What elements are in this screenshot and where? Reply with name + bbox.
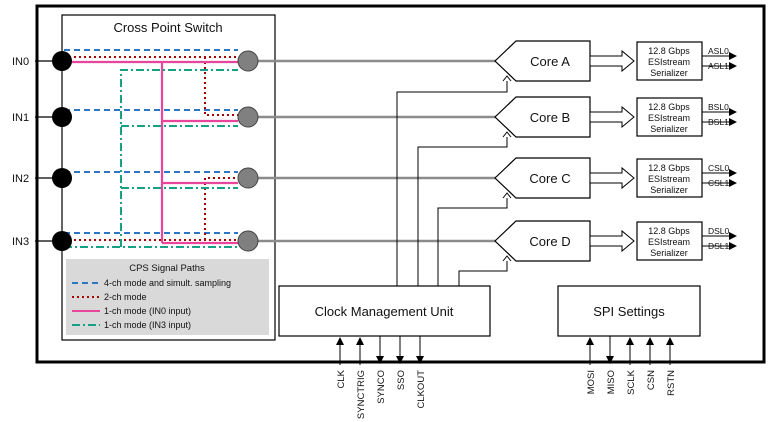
path-1ch-in0-branch	[160, 62, 238, 245]
cps-inputs: IN0 IN1 IN2 IN3	[12, 51, 72, 251]
clock-management-unit	[278, 285, 491, 337]
core-b-label: Core B	[530, 110, 570, 125]
serializer-c-line1: 12.8 Gbps	[648, 163, 690, 173]
legend-title: CPS Signal Paths	[129, 263, 205, 274]
serializer-c	[636, 158, 703, 198]
output-label-csl0: CSL0	[708, 163, 730, 173]
output-label-csl1: CSL1	[708, 178, 730, 188]
serializer-b-line3: Serializer	[650, 124, 688, 134]
cross-point-switch-title: Cross Point Switch	[113, 20, 222, 35]
input-port-in0	[52, 51, 72, 71]
core-a: Core A 12.8 Gbps ESIstream Serializer AS…	[494, 40, 737, 82]
legend: CPS Signal Paths 4-ch mode and simult. s…	[66, 259, 269, 335]
output-label-asl0: ASL0	[708, 46, 729, 56]
pin-label-mosi: MOSI	[586, 370, 597, 394]
serializer-d	[636, 221, 703, 261]
serializer-b-line1: 12.8 Gbps	[648, 102, 690, 112]
input-port-in3	[52, 231, 72, 251]
input-in3: IN3	[12, 231, 72, 251]
pin-label-csn: CSN	[646, 370, 657, 390]
input-label-in2: IN2	[12, 173, 29, 185]
output-port-b	[237, 106, 259, 128]
serializer-d-line3: Serializer	[650, 248, 688, 258]
core-b: Core B 12.8 Gbps ESIstream Serializer BS…	[494, 96, 737, 138]
core-d-label: Core D	[529, 234, 570, 249]
serializer-c-line3: Serializer	[650, 185, 688, 195]
pin-label-clk: CLK	[336, 369, 347, 388]
output-label-bsl1: BSL1	[708, 117, 729, 127]
serializer-a-line1: 12.8 Gbps	[648, 46, 690, 56]
core-a-label: Core A	[530, 54, 570, 69]
clock-line-core-a	[396, 81, 508, 286]
core-c-arrow	[589, 166, 635, 190]
serializer-b	[636, 97, 703, 137]
input-port-in2	[52, 168, 72, 188]
spi-settings	[557, 285, 701, 337]
cps-outputs	[237, 50, 516, 252]
output-port-c	[237, 167, 259, 189]
core-c-label: Core C	[529, 171, 570, 186]
input-in2: IN2	[12, 168, 72, 188]
legend-label-4ch: 4-ch mode and simult. sampling	[104, 278, 231, 288]
clock-management-unit-title: Clock Management Unit	[315, 304, 454, 319]
serializer-c-line2: ESIstream	[648, 174, 690, 184]
core-b-arrow	[589, 105, 635, 129]
input-label-in3: IN3	[12, 236, 29, 248]
pin-label-sclk: SCLK	[626, 369, 637, 394]
input-label-in0: IN0	[12, 56, 29, 68]
serializer-d-line1: 12.8 Gbps	[648, 226, 690, 236]
legend-background	[66, 259, 269, 335]
serializer-a-line3: Serializer	[650, 68, 688, 78]
pin-label-synco: SYNCO	[376, 370, 387, 404]
core-d: Core D 12.8 Gbps ESIstream Serializer DS…	[494, 220, 737, 262]
input-in1: IN1	[12, 107, 72, 127]
core-b-clock-tick	[502, 131, 512, 138]
core-d-arrow	[589, 229, 635, 253]
pin-label-synctrig: SYNCTRIG	[356, 370, 367, 419]
output-label-dsl0: DSL0	[708, 226, 730, 236]
path-2ch-in3-to-c	[204, 177, 238, 240]
spi-settings-title: SPI Settings	[593, 304, 665, 319]
legend-label-2ch: 2-ch mode	[104, 292, 147, 302]
clock-line-core-d	[458, 261, 508, 286]
core-c: Core C 12.8 Gbps ESIstream Serializer CS…	[494, 157, 737, 199]
serializer-a-line2: ESIstream	[648, 57, 690, 67]
serializer-b-line2: ESIstream	[648, 113, 690, 123]
core-a-clock-tick	[502, 75, 512, 82]
clock-line-core-c	[437, 198, 508, 286]
legend-label-1ch-in0: 1-ch mode (IN0 input)	[104, 306, 191, 316]
input-in0: IN0	[12, 51, 72, 71]
serializer-a	[636, 41, 703, 81]
output-port-d	[237, 230, 259, 252]
input-port-in1	[52, 107, 72, 127]
core-c-clock-tick	[502, 192, 512, 199]
core-d-clock-tick	[502, 255, 512, 262]
clock-distribution	[396, 81, 508, 286]
output-label-asl1: ASL1	[708, 61, 729, 71]
cps-signal-paths	[64, 49, 238, 248]
output-label-dsl1: DSL1	[708, 241, 730, 251]
output-label-bsl0: BSL0	[708, 102, 729, 112]
spi-pins	[586, 336, 674, 365]
pin-label-rstn: RSTN	[666, 370, 677, 396]
serializer-d-line2: ESIstream	[648, 237, 690, 247]
pin-label-clkout: CLKOUT	[416, 370, 427, 409]
core-a-arrow	[589, 49, 635, 73]
pin-label-sso: SSO	[396, 370, 407, 390]
cmu-pins	[336, 336, 424, 365]
path-2ch-in0-to-b	[204, 57, 238, 116]
output-port-a	[237, 50, 259, 72]
legend-label-1ch-in3: 1-ch mode (IN3 input)	[104, 320, 191, 330]
input-label-in1: IN1	[12, 112, 29, 124]
path-1ch-in3-branch	[120, 69, 238, 247]
clock-line-core-b	[417, 137, 508, 286]
pin-label-miso: MISO	[606, 370, 617, 394]
